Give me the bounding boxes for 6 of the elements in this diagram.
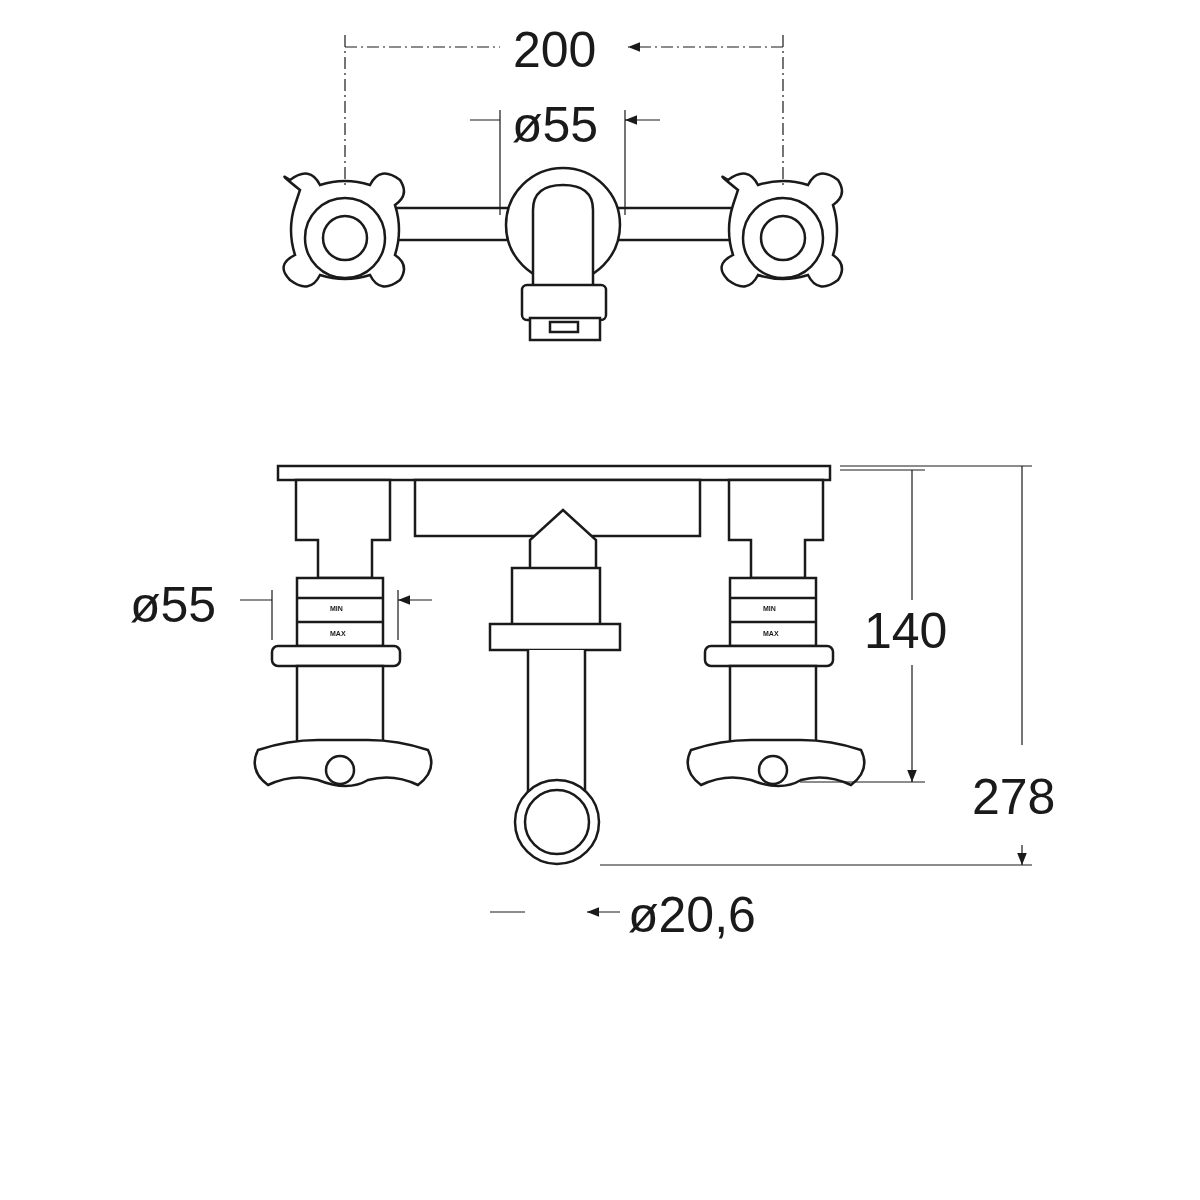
dimension-value: 200	[513, 25, 597, 75]
dimension-value: 278	[972, 772, 1056, 822]
dimension-value: ø55	[512, 100, 599, 150]
dimension-value: ø20,6	[628, 890, 756, 940]
dimension-value: ø55	[130, 580, 217, 630]
dimension-value: 140	[864, 606, 948, 656]
